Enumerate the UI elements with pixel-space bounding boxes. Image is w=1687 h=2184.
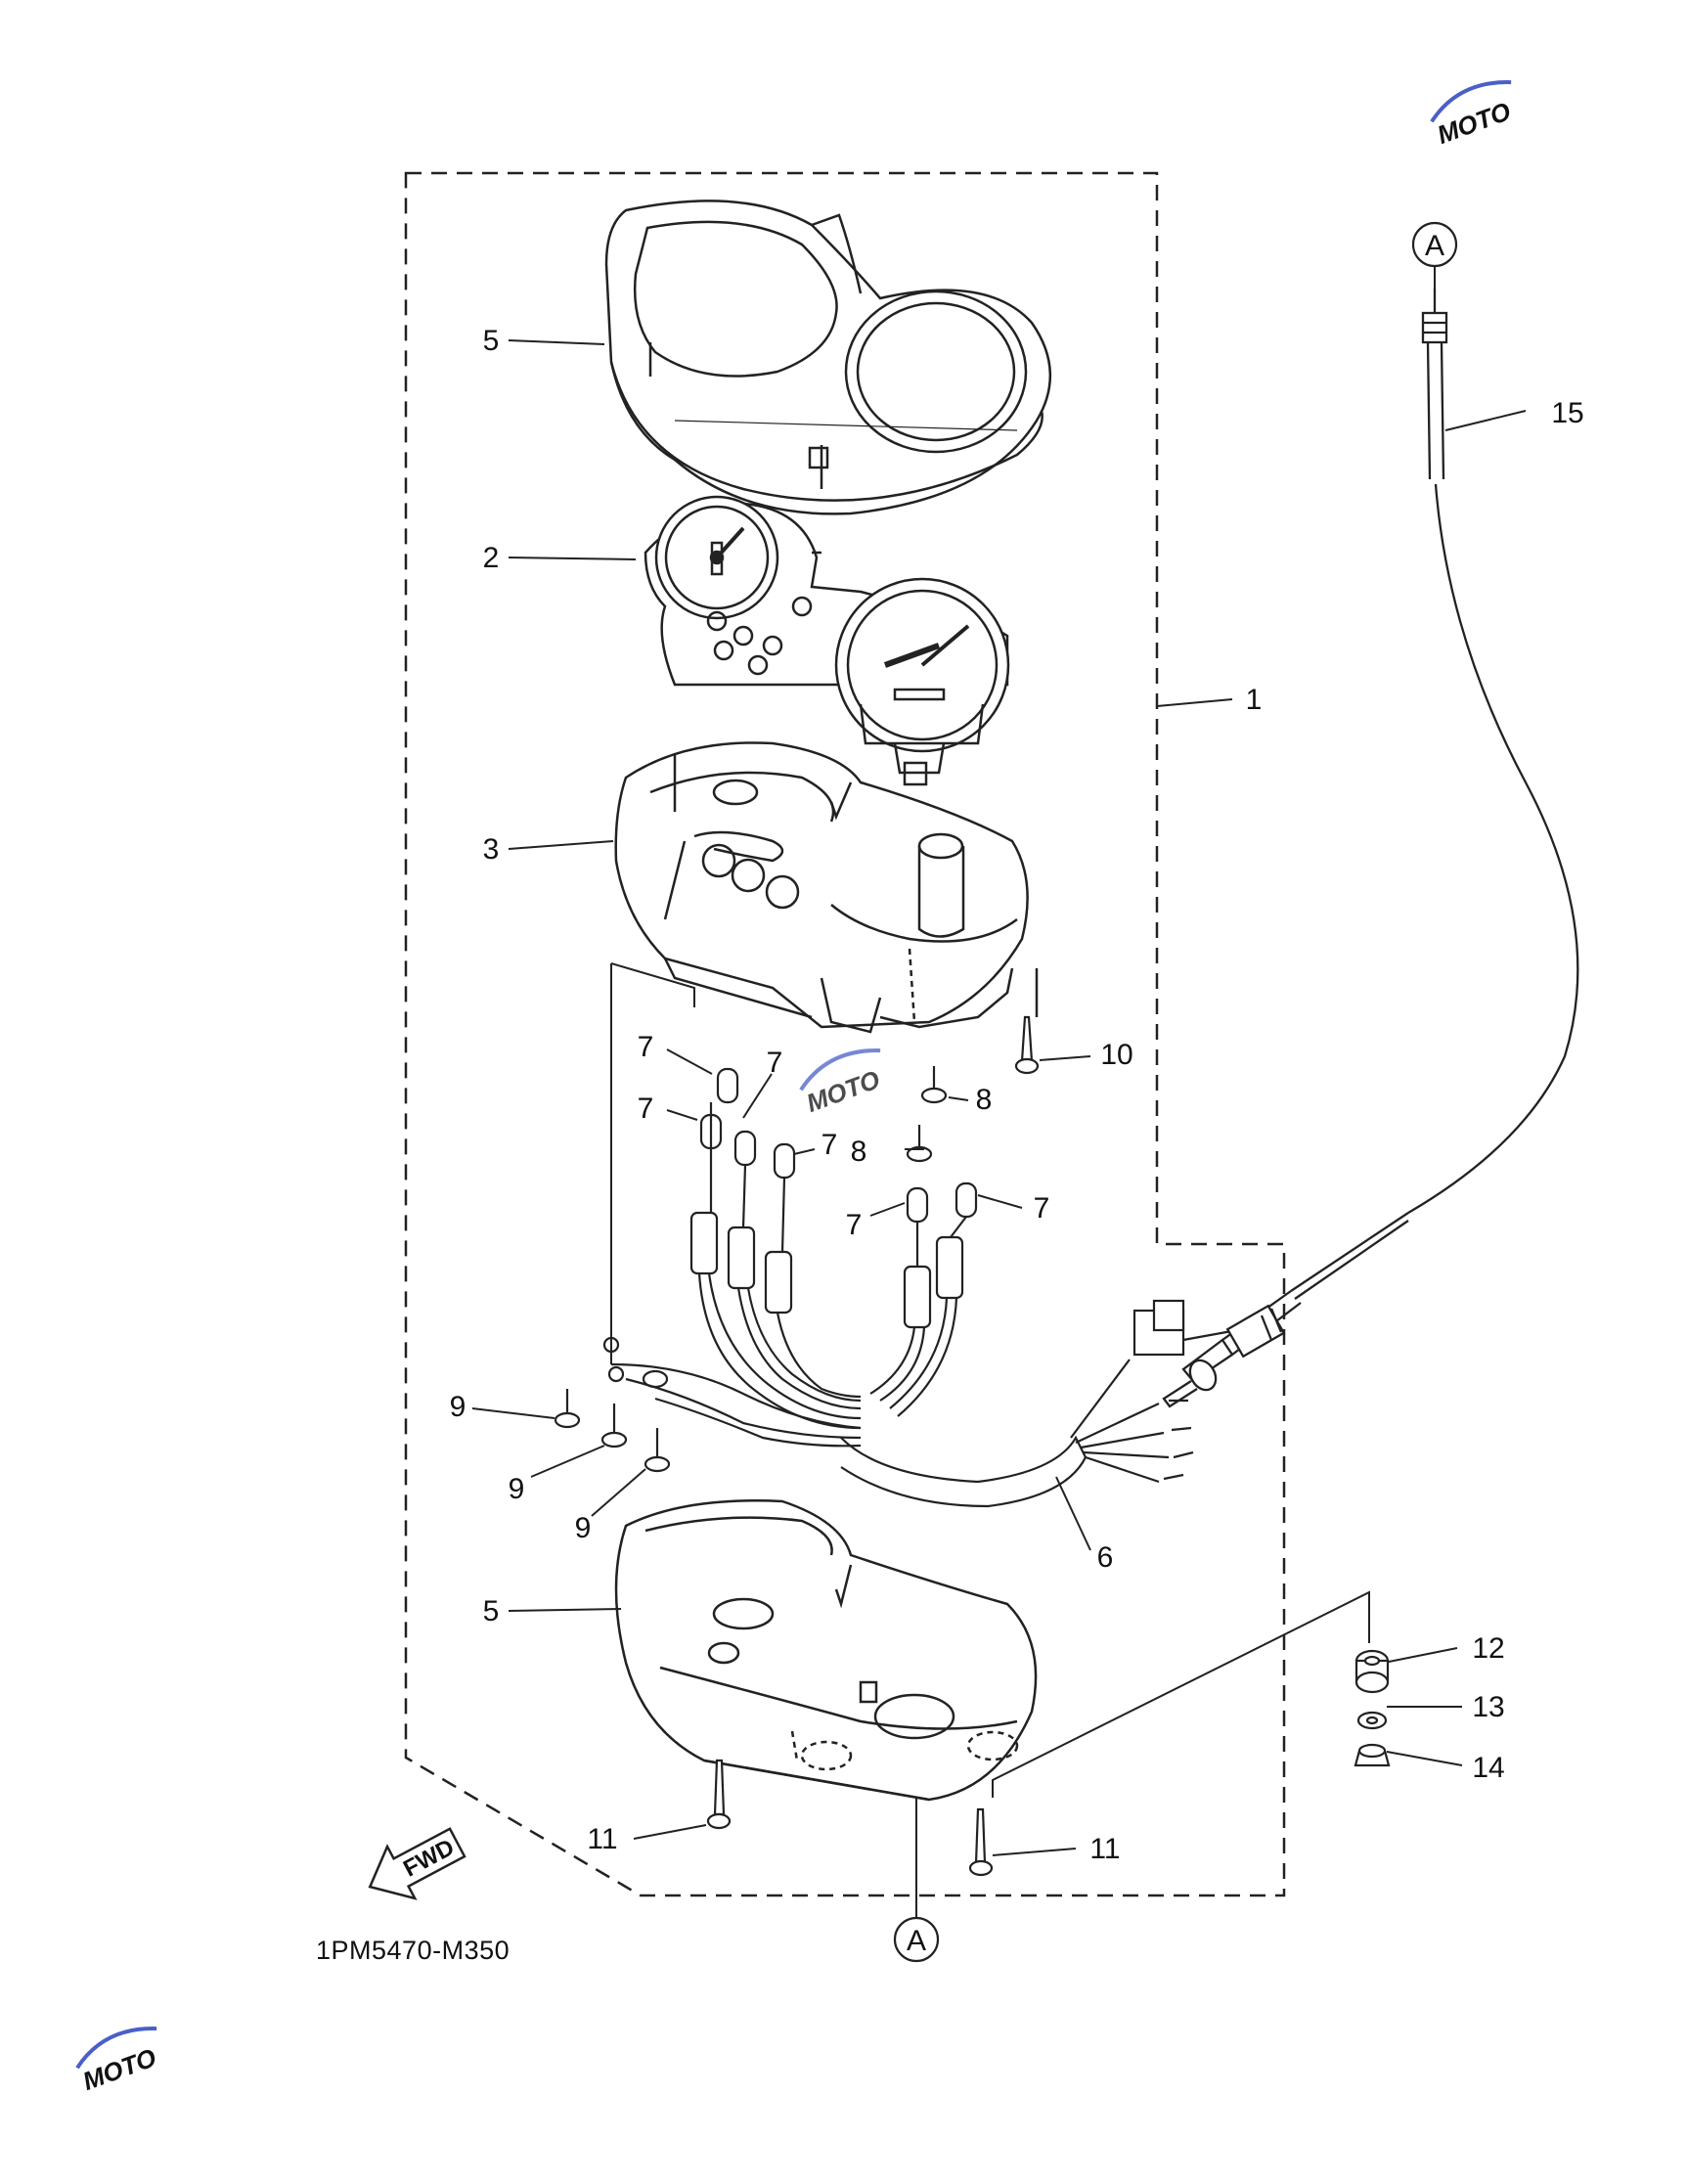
callout-9a: 9 <box>450 1391 466 1423</box>
watermark-logo-bottom-left: MOTO <box>75 2027 160 2096</box>
callout-7a: 7 <box>638 1031 654 1063</box>
callout-6: 6 <box>1097 1541 1114 1574</box>
watermark-logo-top-right: MOTO <box>1430 80 1515 150</box>
leader-lines <box>471 339 1527 1917</box>
speedometer-cable <box>1162 289 1579 1408</box>
screws-11 <box>706 1759 994 1877</box>
callout-12: 12 <box>1472 1632 1504 1665</box>
grommet-washer-nut <box>1354 1649 1391 1767</box>
meter-face-plate <box>644 495 1010 786</box>
callout-13: 13 <box>1472 1691 1504 1723</box>
callout-4: 5 <box>483 325 500 357</box>
diagram-code: 1PM5470-M350 <box>316 1936 510 1965</box>
callout-14: 14 <box>1472 1752 1504 1784</box>
ref-marker-top: A <box>1411 221 1458 289</box>
assembly-boundary <box>404 171 1286 1897</box>
callout-9b: 9 <box>509 1473 525 1505</box>
forward-arrow: FWD <box>368 1827 466 1900</box>
callout-3: 3 <box>483 833 500 866</box>
callout-7c: 7 <box>638 1092 654 1125</box>
ref-marker-top-label: A <box>1425 230 1444 262</box>
screws-9 <box>554 1389 671 1473</box>
callout-1: 1 <box>1246 684 1263 716</box>
meter-lower-case <box>614 1499 1038 1802</box>
screws-8 <box>906 1066 948 1163</box>
meter-upper-case <box>604 200 1052 515</box>
screw-10 <box>1014 1015 1040 1075</box>
callout-10: 10 <box>1100 1039 1132 1071</box>
callout-7e: 7 <box>846 1209 863 1241</box>
callout-9c: 9 <box>575 1512 592 1544</box>
callout-11b: 11 <box>1089 1833 1120 1865</box>
callout-2: 2 <box>483 542 500 574</box>
watermark-logo-center: MOTO <box>799 1048 884 1118</box>
wire-harness <box>602 1102 1238 1508</box>
callout-7d: 7 <box>821 1129 838 1161</box>
callouts: 5 2 3 1 6 5 7 7 7 7 7 7 8 8 9 9 9 10 11 … <box>450 325 1584 1865</box>
ref-marker-bottom-label: A <box>907 1925 926 1957</box>
callout-15: 15 <box>1551 397 1583 429</box>
callout-11a: 11 <box>587 1823 617 1855</box>
ref-marker-bottom: A <box>893 1916 940 1963</box>
callout-7f: 7 <box>1034 1192 1050 1225</box>
meter-housing <box>614 741 1039 1034</box>
callout-8b: 8 <box>851 1136 867 1168</box>
bulbs <box>699 1067 978 1224</box>
harness-guide-line <box>610 962 695 1364</box>
grommet-guide-line <box>992 1590 1370 1798</box>
callout-8a: 8 <box>976 1084 993 1116</box>
callout-5: 5 <box>483 1595 500 1627</box>
callout-7b: 7 <box>767 1047 783 1079</box>
